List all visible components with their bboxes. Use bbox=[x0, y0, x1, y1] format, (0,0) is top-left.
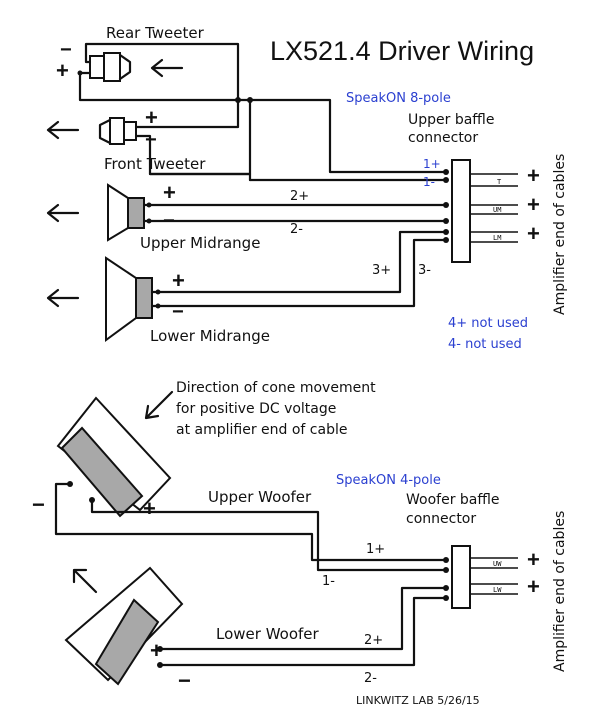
lower-woofer-minus: − bbox=[178, 668, 191, 693]
direction-note-line-2: for positive DC voltage bbox=[176, 401, 336, 417]
speakon-8pole: SpeakON 8-pole Upper baffle connector 1+… bbox=[290, 91, 568, 352]
upper-woofer-label: Upper Woofer bbox=[208, 488, 312, 506]
channel-t: T bbox=[497, 178, 502, 186]
speakon-4pole-type: SpeakON 4-pole bbox=[336, 473, 441, 488]
direction-note-arrow bbox=[144, 390, 174, 420]
upper-wires bbox=[78, 42, 447, 308]
pin-1-minus: 1- bbox=[423, 175, 435, 189]
upper-woofer-plus: + bbox=[143, 496, 156, 521]
front-tweeter: Front Tweeter + − bbox=[98, 105, 206, 173]
woofer-pin-2-minus: 2- bbox=[364, 671, 377, 686]
channel-um: UM bbox=[493, 206, 501, 214]
front-tweeter-arrow bbox=[46, 120, 80, 140]
rear-tweeter-minus: − bbox=[60, 39, 72, 61]
rear-tweeter: Rear Tweeter − + bbox=[56, 24, 205, 83]
woofer-pin-1-minus: 1- bbox=[322, 574, 335, 589]
woofer-wires bbox=[54, 482, 447, 667]
upper-woofer-minus: − bbox=[32, 492, 45, 517]
upper-baffle-label-1: Upper baffle bbox=[408, 112, 494, 128]
amplifier-end-label-lower: Amplifier end of cables bbox=[552, 511, 568, 672]
upper-midrange-arrow bbox=[46, 203, 80, 223]
lower-woofer: + − Lower Woofer bbox=[64, 566, 320, 693]
front-tweeter-label: Front Tweeter bbox=[104, 155, 206, 173]
channel-lw: LW bbox=[493, 586, 502, 594]
front-tweeter-plus: + bbox=[145, 105, 158, 130]
pin-3-plus: 3+ bbox=[372, 263, 391, 278]
speakon-8pole-type: SpeakON 8-pole bbox=[346, 91, 451, 106]
lower-midrange-arrow bbox=[46, 288, 80, 308]
lower-midrange: + − Lower Midrange bbox=[105, 256, 270, 345]
lower-midrange-label: Lower Midrange bbox=[150, 327, 270, 345]
lower-midrange-minus: − bbox=[172, 301, 184, 323]
rear-tweeter-arrow bbox=[150, 58, 184, 78]
woofer-baffle-label-2: connector bbox=[406, 511, 476, 527]
pins-4pole bbox=[443, 557, 449, 601]
direction-note-line-1: Direction of cone movement bbox=[176, 380, 376, 396]
upper-baffle-label-2: connector bbox=[408, 130, 478, 146]
diagram-title: LX521.4 Driver Wiring bbox=[270, 36, 534, 66]
pin-1-plus: 1+ bbox=[423, 157, 441, 171]
amp-lm-plus: + bbox=[527, 221, 540, 246]
pin-2-plus: 2+ bbox=[290, 189, 309, 204]
rear-tweeter-plus: + bbox=[56, 58, 69, 83]
direction-note-line-3: at amplifier end of cable bbox=[176, 422, 347, 438]
credit-label: LINKWITZ LAB 5/26/15 bbox=[356, 694, 480, 707]
lower-woofer-plus: + bbox=[150, 638, 163, 663]
woofer-pin-2-plus: 2+ bbox=[364, 633, 383, 648]
lower-woofer-arrow bbox=[72, 568, 98, 594]
upper-woofer: − + Upper Woofer bbox=[32, 396, 312, 521]
rear-tweeter-label: Rear Tweeter bbox=[106, 24, 205, 42]
direction-note: Direction of cone movement for positive … bbox=[144, 380, 376, 438]
pins-8pole bbox=[443, 169, 449, 243]
woofer-wire-junctions bbox=[67, 481, 163, 668]
woofer-pin-1-plus: 1+ bbox=[366, 542, 385, 557]
channel-lm: LM bbox=[493, 234, 501, 242]
woofer-baffle-label-1: Woofer baffle bbox=[406, 492, 500, 508]
amp-lw-plus: + bbox=[527, 574, 540, 599]
lower-midrange-plus: + bbox=[172, 268, 185, 293]
pin-2-minus: 2- bbox=[290, 222, 303, 237]
channel-uw: UW bbox=[493, 560, 502, 568]
amp-uw-plus: + bbox=[527, 547, 540, 572]
lower-woofer-label: Lower Woofer bbox=[216, 625, 320, 643]
upper-wire-junctions bbox=[77, 70, 253, 309]
amp-um-plus: + bbox=[527, 192, 540, 217]
amp-t-plus: + bbox=[527, 163, 540, 188]
pin-3-minus: 3- bbox=[418, 263, 431, 278]
upper-midrange: + − Upper Midrange bbox=[107, 180, 260, 252]
speakon-4pole: SpeakON 4-pole Woofer baffle connector 1… bbox=[322, 473, 568, 686]
note-4-minus: 4- not used bbox=[448, 337, 522, 352]
upper-midrange-label: Upper Midrange bbox=[140, 234, 260, 252]
note-4-plus: 4+ not used bbox=[448, 316, 528, 331]
upper-midrange-plus: + bbox=[163, 180, 176, 205]
amplifier-end-label-upper: Amplifier end of cables bbox=[552, 154, 568, 315]
